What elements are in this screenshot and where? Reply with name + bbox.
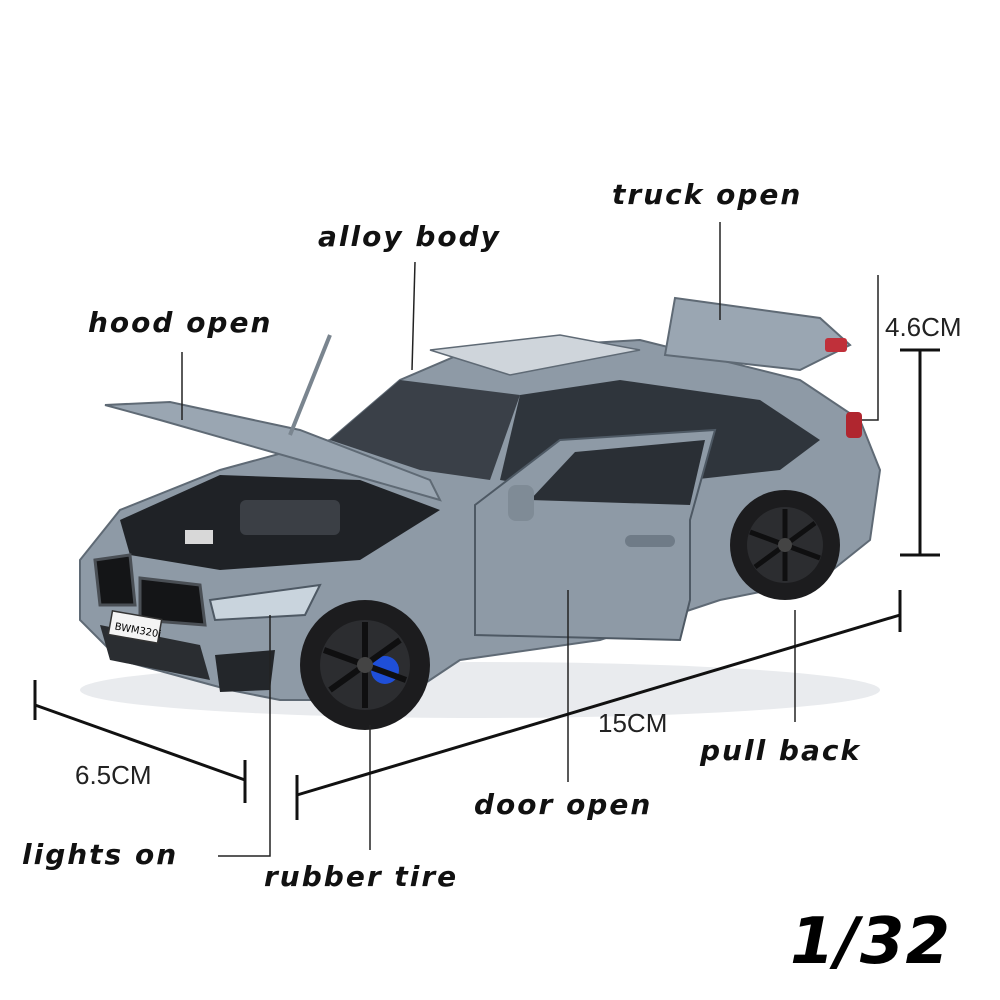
dimension-length: 15CM bbox=[598, 708, 668, 738]
headlight bbox=[208, 583, 322, 622]
windshield bbox=[330, 380, 520, 480]
rear-wheel bbox=[730, 490, 840, 600]
front-wheel bbox=[300, 600, 430, 730]
callout-lights-on: lights on bbox=[22, 838, 179, 871]
callout-lines bbox=[181, 222, 879, 857]
dimension-width: 6.5CM bbox=[75, 760, 152, 790]
callout-hood-open: hood open bbox=[88, 306, 273, 339]
trunk-lid bbox=[663, 296, 852, 372]
scale-label: 1/32 bbox=[790, 905, 951, 979]
hood-panel bbox=[104, 400, 442, 502]
callout-rubber-tire: rubber tire bbox=[264, 860, 459, 893]
callout-alloy-body: alloy body bbox=[318, 220, 501, 253]
dimension-lines bbox=[33, 348, 940, 820]
callout-pull-back: pull back bbox=[700, 734, 862, 767]
dimension-height: 4.6CM bbox=[885, 312, 962, 342]
kidney-grille bbox=[93, 553, 207, 627]
callout-truck-open: truck open bbox=[612, 178, 803, 211]
sunroof bbox=[429, 334, 641, 376]
callout-door-open: door open bbox=[474, 788, 653, 821]
